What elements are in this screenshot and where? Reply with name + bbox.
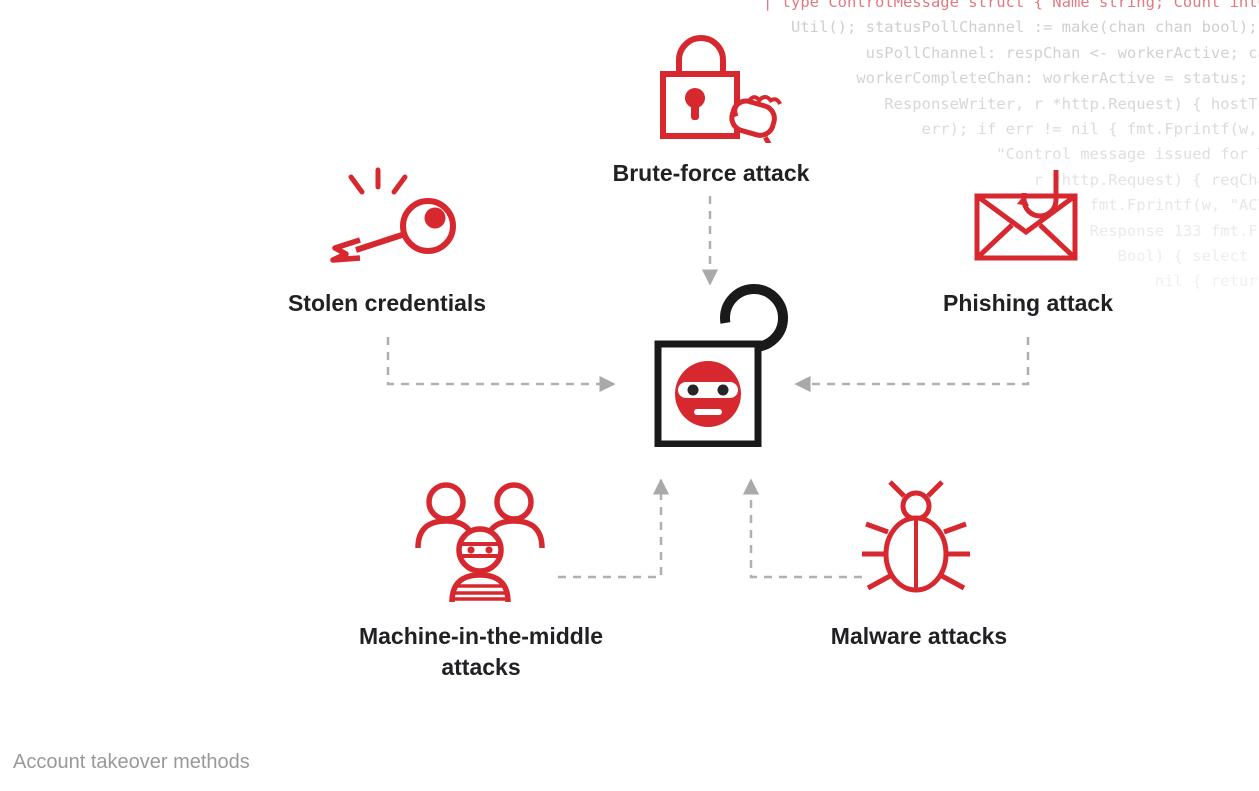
code-line: Util(); statusPollChannel := make(chan c…: [790, 18, 1258, 37]
keyhole: [685, 88, 705, 108]
arrow-phishing-to-account: [794, 337, 1030, 393]
open-shackle: [720, 284, 788, 352]
masked-interceptor-between-people-icon: [415, 482, 545, 602]
code-line: usPollChannel: respChan <- workerActive;…: [865, 43, 1259, 62]
snapped-key-icon: [330, 167, 456, 263]
fish-hook: [1017, 170, 1059, 219]
key: [330, 198, 456, 263]
left-eye: [687, 384, 699, 396]
arrow-stolen-credentials-to-account: [386, 337, 616, 393]
mouth: [694, 409, 722, 415]
knocking-fist: [729, 94, 782, 143]
envelope-fish-hook-icon: [974, 170, 1078, 261]
label-stolen-credentials: Stolen credentials: [287, 290, 487, 316]
code-line: ResponseWriter, r *http.Request) { hostT…: [884, 94, 1259, 113]
code-line: Bool) { select { case result := <-: [1117, 247, 1259, 266]
arrow-mitm-to-account: [558, 478, 670, 579]
code-line: r *http.Request) { reqChan := make(chan …: [1033, 170, 1259, 189]
label-malware-attacks: Malware attacks: [830, 623, 1008, 649]
label-phishing-attack: Phishing attack: [943, 290, 1113, 316]
right-eye: [717, 384, 729, 396]
code-line: err); if err != nil { fmt.Fprintf(w, err…: [921, 120, 1258, 139]
code-line: | type ControlMessage struct { Name stri…: [762, 0, 1259, 11]
snap-sparks: [348, 167, 408, 195]
label-brute-force-attack: Brute-force attack: [612, 160, 810, 186]
code-line: workerCompleteChan: workerActive = statu…: [856, 69, 1259, 88]
arrow-malware-to-account: [742, 478, 862, 579]
diagram-caption: Account takeover methods: [13, 751, 250, 773]
bug-icon: [862, 480, 970, 593]
unlocked-padlock-masked-intruder-icon: [654, 284, 788, 447]
code-line: "Control message issued for Target %s, c…: [996, 145, 1259, 164]
code-line: Response 133 fmt.Fprint(w, "TIMEOUT");: [1089, 221, 1259, 240]
padlock-knocking-fist-icon: [660, 35, 782, 143]
masked-interceptor: [449, 526, 511, 602]
code-line: nil { return; } fmt.Fprint(w,: [1154, 272, 1259, 291]
padlock: [660, 35, 740, 139]
masked-face: [675, 361, 741, 427]
code-background: | type ControlMessage struct { Name stri…: [735, 0, 1259, 295]
bug: [862, 480, 970, 593]
label-machine-in-the-middle-attacks: Machine-in-the-middle attacks: [358, 623, 604, 680]
